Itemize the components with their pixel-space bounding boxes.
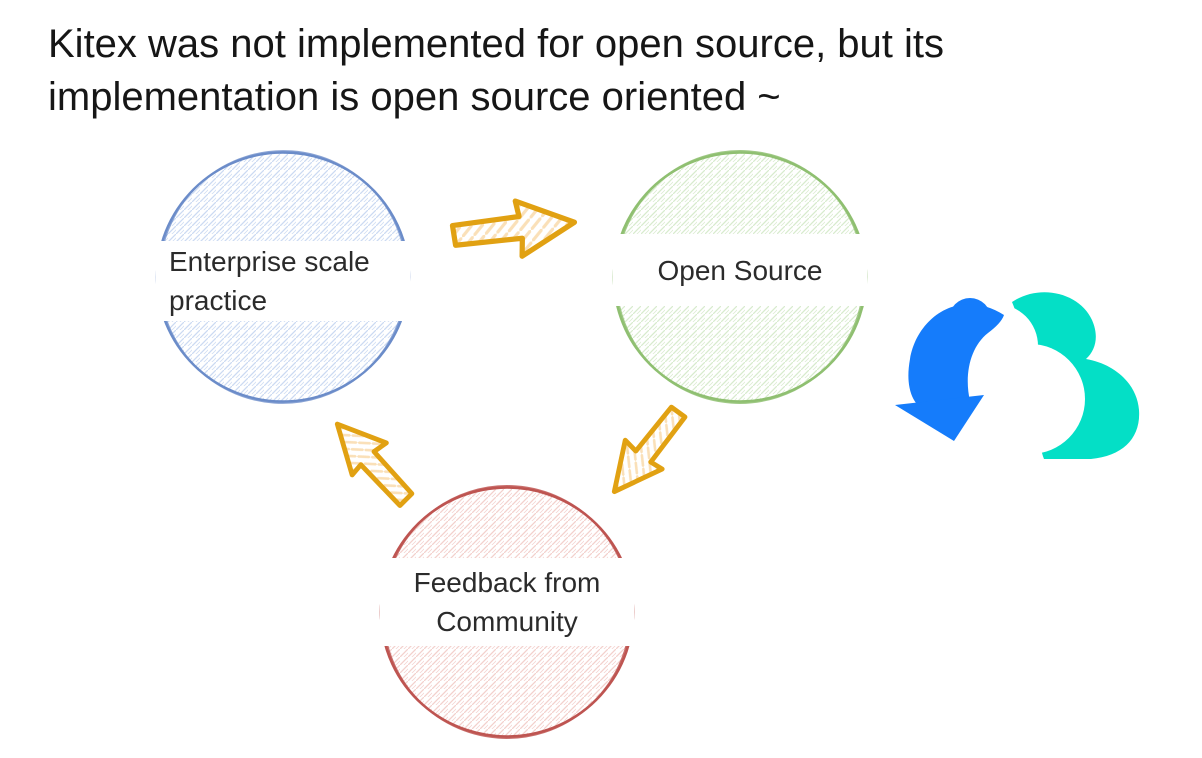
node-label-line: Open Source [657,254,823,286]
node-open-source: Open Source [609,146,871,408]
node-label-line: practice [169,285,268,316]
node-label-band: Feedback from Community [380,558,634,646]
slide-title: Kitex was not implemented for open sourc… [48,18,944,124]
slide-title-line-2: implementation is open source oriented ~ [48,75,781,119]
arrow-shape [611,404,688,495]
node-enterprise-scale-practice: Enterprise scale practice [152,146,414,408]
logo-arrow-head [895,395,984,441]
arrow-shape [334,421,415,508]
node-label-line: Feedback from [413,567,601,598]
logo-arrow-band [908,304,1004,403]
node-label-line: Community [436,606,578,637]
arrow-feedback-to-enterprise-icon [334,421,415,508]
slide-title-line-1: Kitex was not implemented for open sourc… [48,22,945,66]
cloudwego-logo-icon [895,292,1140,459]
node-label-band: Open Source [613,234,867,306]
arrow-opensource-to-feedback-icon [611,404,688,495]
arrow-enterprise-to-opensource-icon [449,198,578,259]
arrow-shape [449,198,578,259]
logo-cloud-cutout [975,344,1085,454]
node-label-line: Enterprise scale [169,246,370,277]
node-label-band: Enterprise scale practice [156,241,410,321]
node-feedback-from-community: Feedback from Community [376,481,638,743]
